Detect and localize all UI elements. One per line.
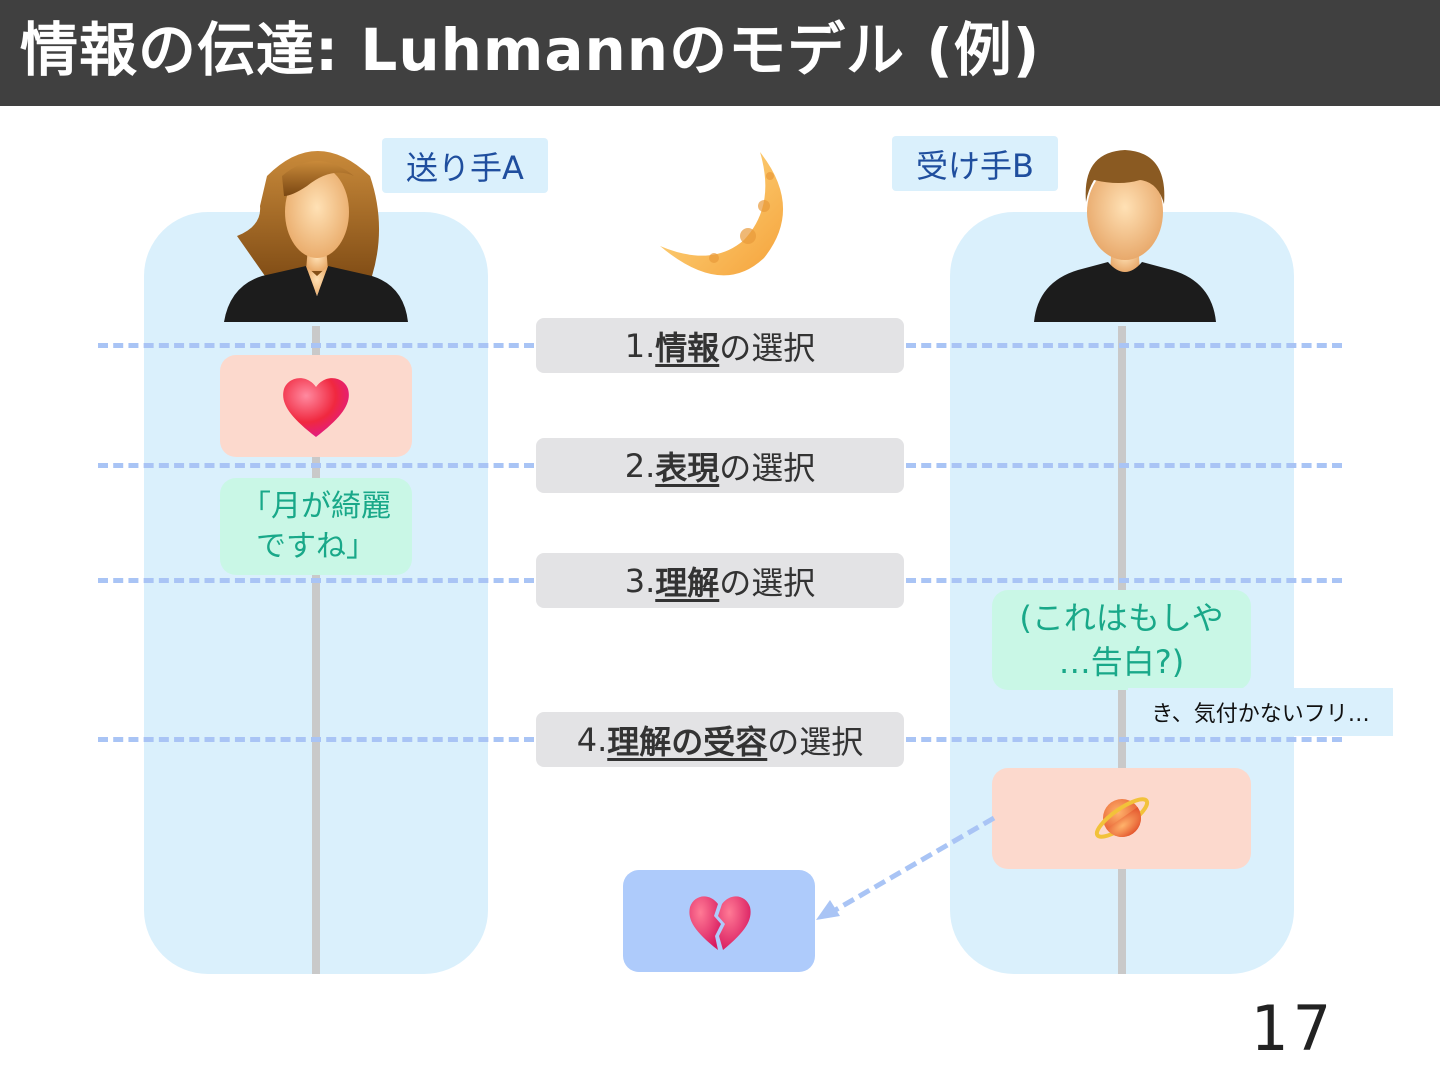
sender-utterance: 「月が綺麗 ですね」 [241, 487, 391, 567]
receiver-acceptance-box [992, 768, 1251, 869]
step-1-information: 1. 情報の選択 [536, 318, 904, 373]
step-4-acceptance: 4. 理解の受容の選択 [536, 712, 904, 767]
step-suffix: の選択 [719, 328, 816, 367]
thought-line-2: …告白?) [1058, 643, 1185, 681]
step-suffix: の選択 [767, 722, 864, 761]
sender-utterance-box: 「月が綺麗 ですね」 [220, 478, 412, 575]
sender-label: 送り手A [382, 138, 548, 193]
sender-info-box [220, 355, 412, 457]
step-2-expression: 2. 表現の選択 [536, 438, 904, 493]
receiver-note: き、気付かないフリ… [1128, 688, 1393, 736]
receiver-label: 受け手B [892, 136, 1058, 191]
step-keyword: 理解 [655, 563, 720, 602]
stage-line-2-right [906, 463, 1342, 468]
receiver-thought-box: (これはもしや …告白?) [992, 590, 1251, 690]
crescent-moon-icon [660, 152, 784, 276]
step-suffix: の選択 [719, 448, 816, 487]
utterance-line-1: 「月が綺麗 [241, 488, 391, 524]
step-number: 1. [624, 326, 656, 365]
ringed-planet-icon [1094, 797, 1150, 839]
step-number: 2. [624, 446, 656, 485]
utterance-line-2: ですね」 [256, 528, 376, 564]
stage-line-4-left [98, 737, 534, 742]
title-bar: 情報の伝達: Luhmannのモデル (例) [0, 0, 1440, 106]
step-keyword: 理解の受容 [607, 722, 768, 761]
thought-line-1: (これはもしや [1019, 599, 1224, 637]
receiver-thought: (これはもしや …告白?) [1019, 596, 1223, 684]
result-arrow [816, 815, 996, 920]
receiver-avatar [1034, 150, 1216, 322]
step-number: 4. [576, 720, 608, 759]
result-box [623, 870, 815, 972]
stage-line-1-right [906, 343, 1342, 348]
stage-line-3-right [906, 578, 1342, 583]
slide-title: 情報の伝達: Luhmannのモデル (例) [20, 16, 1041, 84]
stage-line-2-left [98, 463, 534, 468]
stage-line-4-right [906, 737, 1342, 742]
broken-heart-icon [689, 896, 751, 950]
stage-line-3-left [98, 578, 534, 583]
step-keyword: 表現 [655, 448, 720, 487]
heart-icon [283, 378, 349, 437]
step-number: 3. [624, 561, 656, 600]
stage-line-1-left [98, 343, 534, 348]
page-number: 17 [1250, 992, 1337, 1065]
step-suffix: の選択 [719, 563, 816, 602]
step-keyword: 情報 [655, 328, 720, 367]
sender-avatar [224, 151, 408, 322]
sender-timeline [312, 326, 320, 974]
step-3-understanding: 3. 理解の選択 [536, 553, 904, 608]
